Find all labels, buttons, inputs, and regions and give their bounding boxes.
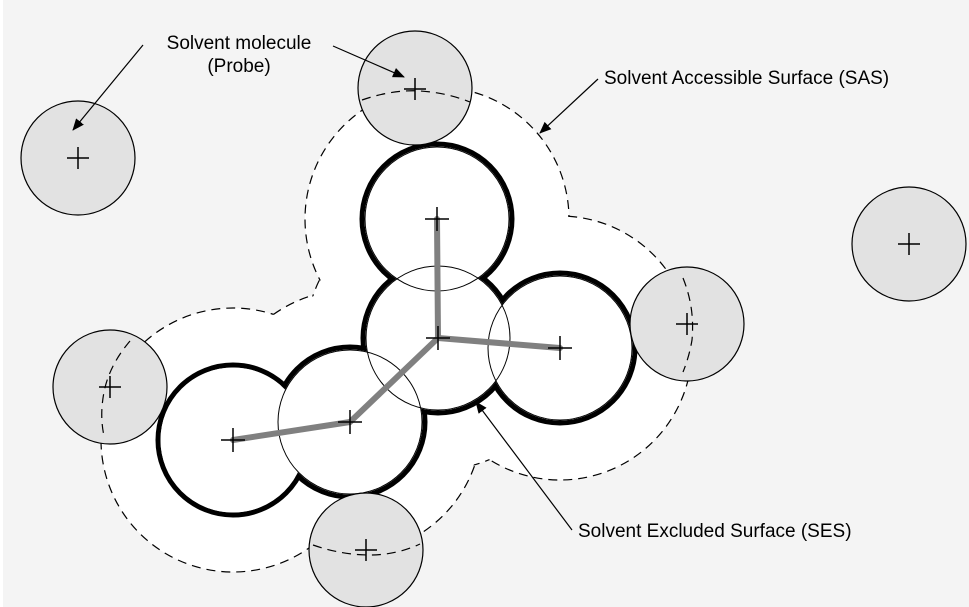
probe-sphere: [629, 266, 745, 382]
left-border: [0, 0, 3, 607]
atom-center-mark: [221, 428, 245, 452]
leader-arrows: [72, 44, 599, 531]
probe-label-line1: Solvent molecule: [167, 33, 312, 54]
atom-center-mark: [548, 336, 572, 360]
atom-circle: [277, 349, 423, 495]
bond-line: [347, 335, 441, 425]
ses-arrow: [475, 401, 573, 531]
probe-arrow: [332, 45, 405, 78]
sas-label: Solvent Accessible Surface (SAS): [604, 68, 889, 89]
probe-sphere: [20, 100, 136, 216]
atom-circle: [487, 275, 633, 421]
atom-center-mark: [338, 410, 362, 434]
probe-arrow: [72, 44, 144, 131]
probe-sphere: [357, 30, 473, 146]
bond-line: [230, 419, 353, 443]
probe-sphere: [851, 186, 967, 302]
atom-center-mark: [425, 207, 449, 231]
atom-center-mark: [426, 326, 450, 350]
probe-label-line2: (Probe): [207, 56, 270, 77]
atom-centers: [221, 207, 572, 452]
ses-label: Solvent Excluded Surface (SES): [578, 521, 852, 542]
probe-sphere: [52, 329, 168, 445]
sas-arrow: [539, 78, 599, 134]
bond-line: [434, 216, 441, 341]
bonds: [230, 216, 563, 443]
probe-sphere: [308, 492, 424, 607]
probe-spheres: [20, 30, 967, 607]
bond-line: [435, 335, 563, 351]
sas-arcs-over-probes: [101, 90, 694, 556]
